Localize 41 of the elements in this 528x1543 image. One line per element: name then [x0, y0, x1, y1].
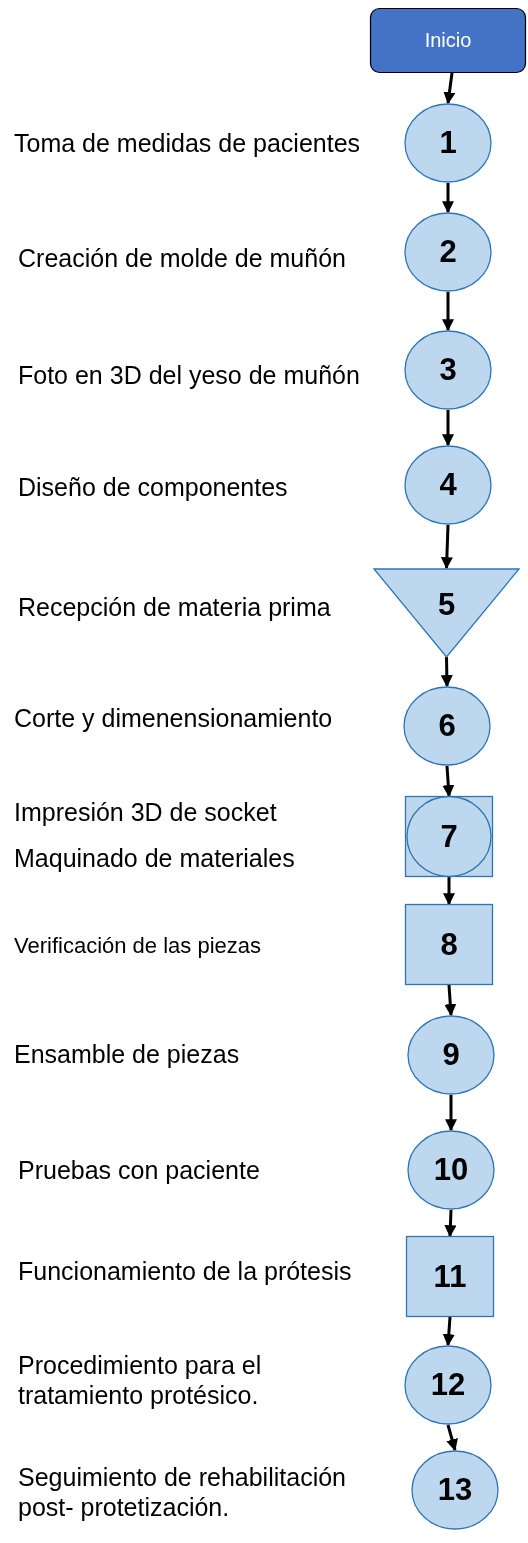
- step-number: 2: [439, 234, 457, 270]
- step-description: Impresión 3D de socket: [14, 797, 277, 827]
- arrow: [440, 656, 453, 688]
- step-description: Seguimiento de rehabilitación post- protetización.: [18, 1462, 347, 1522]
- step-number: 11: [433, 1258, 467, 1295]
- arrow: [442, 1316, 455, 1347]
- arrow: [442, 183, 454, 214]
- step-number: 8: [440, 926, 458, 963]
- arrow: [442, 292, 454, 332]
- arrow: [443, 877, 455, 906]
- step-description: Verificación de las piezas: [14, 932, 262, 960]
- step-description: Ensamble de piezas: [14, 1039, 240, 1069]
- step-number: 7: [440, 818, 458, 855]
- step-description: Funcionamiento de la prótesis: [18, 1256, 352, 1286]
- step-number: 5: [437, 586, 456, 623]
- arrow: [443, 72, 456, 105]
- step-description: Procedimiento para el tratamiento protésico.: [18, 1350, 263, 1410]
- step-number: 9: [442, 1037, 460, 1073]
- arrow: [444, 1209, 457, 1238]
- arrow: [444, 984, 457, 1017]
- arrow: [440, 524, 453, 570]
- step-description: Corte y dimenensionamiento: [14, 703, 333, 733]
- step-description: Creación de molde de muñón: [18, 243, 346, 273]
- step-number: 10: [433, 1152, 469, 1188]
- arrow: [446, 1424, 458, 1452]
- step-description: Pruebas con paciente: [18, 1155, 260, 1185]
- start-label: Inicio: [424, 29, 472, 52]
- arrow: [442, 765, 455, 798]
- step-description: Recepción de materia prima: [18, 592, 331, 622]
- step-number: 1: [439, 125, 457, 161]
- step-description: Foto en 3D del yeso de muñón: [18, 360, 360, 390]
- step-description: Maquinado de materiales: [14, 843, 295, 873]
- arrow: [442, 410, 454, 447]
- step-description: Toma de medidas de pacientes: [14, 128, 361, 158]
- step-number: 13: [437, 1472, 473, 1508]
- arrow: [445, 1095, 457, 1132]
- step-number: 3: [439, 352, 457, 388]
- step-number: 6: [438, 708, 456, 744]
- step-description: Diseño de componentes: [18, 472, 288, 502]
- step-number: 4: [439, 467, 457, 503]
- step-number: 12: [430, 1367, 466, 1403]
